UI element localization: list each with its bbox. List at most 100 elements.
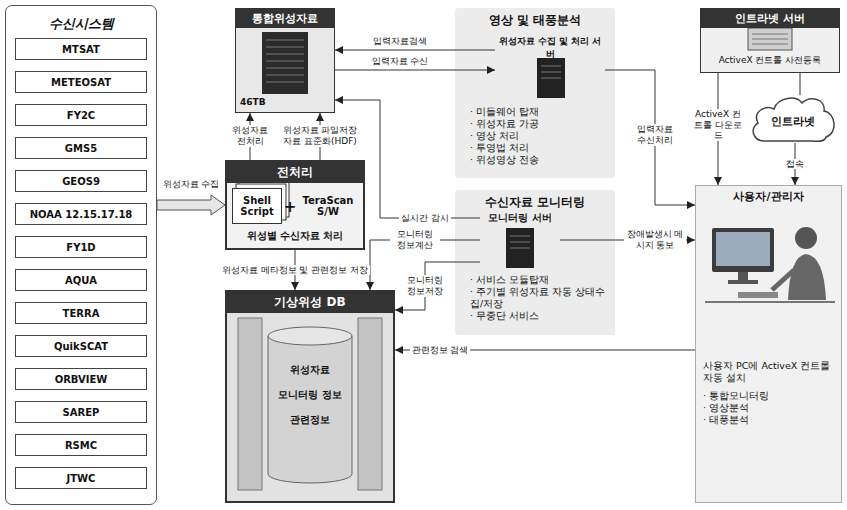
edge-label: 입력자료검색 (371, 36, 429, 47)
text-group: 위성별 수신자료 처리 (227, 229, 363, 243)
node-text: · 주기별 위성자료 자동 상태수집/저장 (470, 286, 610, 310)
node-title: MTSAT (16, 44, 146, 55)
db-label: 모니터링 정보 (278, 388, 341, 402)
monitoring-panel: 수신자료 모니터링 · 서비스 모듈탑재· 주기별 위성자료 자동 상태수집/저장… (455, 190, 615, 335)
node-title: 수신시스템 (6, 6, 156, 33)
satellite-box: QuikSCAT (15, 335, 147, 357)
node-title: SAREP (16, 407, 146, 418)
edge-label: ActiveX 컨트롤 다운로드 (692, 109, 744, 141)
text-group: 사용자 PC에 ActiveX 컨트롤 자동 설치 · 통합모니터링· 영상분석·… (703, 360, 838, 426)
screen (716, 232, 770, 266)
panel-ground (455, 8, 615, 178)
rack-slots (266, 40, 304, 82)
edge-label: 실시간 감시 (399, 213, 451, 224)
node-text: · 위성자료 가공 (470, 118, 610, 130)
intranet-server-box: 인트라넷 서버 ActiveX 컨트롤 사전등록 (700, 8, 840, 73)
storage-box: 통합위성자료46TB (235, 8, 335, 113)
node-title: 모니터링 서버 (480, 212, 560, 225)
satellite-box: NOAA 12.15.17.18 (15, 203, 147, 225)
satellite-box: RSMC (15, 434, 147, 456)
text-group: ActiveX 컨트롤 사전등록 (701, 54, 839, 67)
connector (605, 70, 695, 205)
person-arm (772, 270, 794, 290)
server-icon (506, 228, 534, 268)
edge-label: 접속 (784, 159, 806, 170)
node-text: 사용자 PC에 ActiveX 컨트롤 자동 설치 (703, 360, 838, 384)
node-title: GMS5 (16, 143, 146, 154)
node-title: 전처리 (227, 162, 363, 183)
analysis-panel: 영상 및 태풍분석 · 미들웨어 탑재· 위성자료 가공· 영상 처리· 투영법 … (455, 8, 615, 178)
receiver-panel: 수신시스템 MTSAT METEOSAT FY2C GMS5GEOS9NOAA 12.1… (5, 5, 157, 505)
node-title: 수신자료 모니터링 (455, 190, 615, 211)
process-server: 위성자료 수집 및 처리 서버 (495, 35, 605, 100)
block-arrow (157, 195, 225, 215)
node-title: JTWC (16, 473, 146, 484)
node-text: ActiveX 컨트롤 사전등록 (701, 54, 839, 67)
node-text: · 통합모니터링 (703, 390, 838, 402)
db-cylinder (268, 336, 352, 483)
node-title: 통합위성자료 (236, 9, 334, 28)
box-ground (225, 290, 395, 503)
monitor-base (728, 280, 758, 284)
node-title: ORBVIEW (16, 374, 146, 385)
node-text: · 영상분석 (703, 402, 838, 414)
node-text: · 미들웨어 탑재 (470, 106, 610, 118)
node-title: 사용자/관리자 (696, 186, 841, 204)
server-slots (510, 236, 530, 248)
satellite-box: AQUA (15, 269, 147, 291)
keyboard (738, 292, 778, 298)
storage-rack (262, 32, 308, 94)
node-text: 위성별 수신자료 처리 (227, 229, 363, 243)
node-title: AQUA (16, 275, 146, 286)
monitor-stand (738, 272, 748, 280)
satellite-box: SAREP (15, 401, 147, 423)
web-server-lines (752, 34, 788, 44)
connector (335, 100, 480, 218)
node-text: · 태풍분석 (703, 414, 838, 426)
satellite-box: TERRA (15, 302, 147, 324)
edge-label: 입력자료 수신처리 (630, 124, 680, 146)
box-ground (235, 8, 335, 113)
box-ground (700, 8, 840, 73)
edge-label: 모니터링 정보계산 (390, 229, 440, 251)
satellite-box: FY2C (15, 104, 147, 126)
box-ground (225, 160, 365, 250)
node-text: · 무중단 서비스 (470, 310, 610, 322)
satellite-box: JTWC (15, 467, 147, 489)
node-text: · 영상 처리 (470, 130, 610, 142)
node-title: Shell Script (233, 195, 281, 218)
node-title: FY2C (16, 110, 146, 121)
connector (800, 73, 801, 95)
web-server-icon (748, 28, 792, 50)
db-pillar (358, 318, 382, 490)
satellite-box: GEOS9 (15, 170, 147, 192)
db-label: 위성자료 (290, 363, 330, 377)
node-title: NOAA 12.15.17.18 (16, 209, 146, 220)
node-title: GEOS9 (16, 176, 146, 187)
monitor (712, 228, 774, 272)
edge-label: 장애발생시 메시지 통보 (624, 229, 686, 251)
node-title: 인트라넷 서버 (701, 9, 839, 28)
connector (335, 70, 495, 71)
db-pillar (238, 318, 262, 490)
satellite-box: MTSAT (15, 38, 147, 60)
node-title: RSMC (16, 440, 146, 451)
text-group: · 서비스 모듈탑재· 주기별 위성자료 자동 상태수집/저장· 무중단 서비스 (470, 274, 610, 322)
node-title: 위성자료 수집 및 처리 서버 (495, 35, 605, 61)
software-label: TeraScan S/W (296, 188, 360, 224)
node-title: 기상위성 DB (227, 292, 393, 313)
node-text: · 투영법 처리 (470, 142, 610, 154)
server-slots (541, 66, 561, 78)
satellite-box: METEOSAT (15, 71, 147, 93)
satellite-box: FY1D (15, 236, 147, 258)
node-title: QuikSCAT (16, 341, 146, 352)
node-title: 영상 및 태풍분석 (455, 8, 615, 29)
edge-label: 위성자료 수집 (161, 179, 222, 190)
node-title: METEOSAT (16, 77, 146, 88)
connector (395, 262, 480, 310)
satellite-box: ORBVIEW (15, 368, 147, 390)
person-head (795, 227, 817, 249)
db-cylinder-top (268, 327, 352, 345)
edge-label: 입력자료 수신 (370, 56, 431, 67)
